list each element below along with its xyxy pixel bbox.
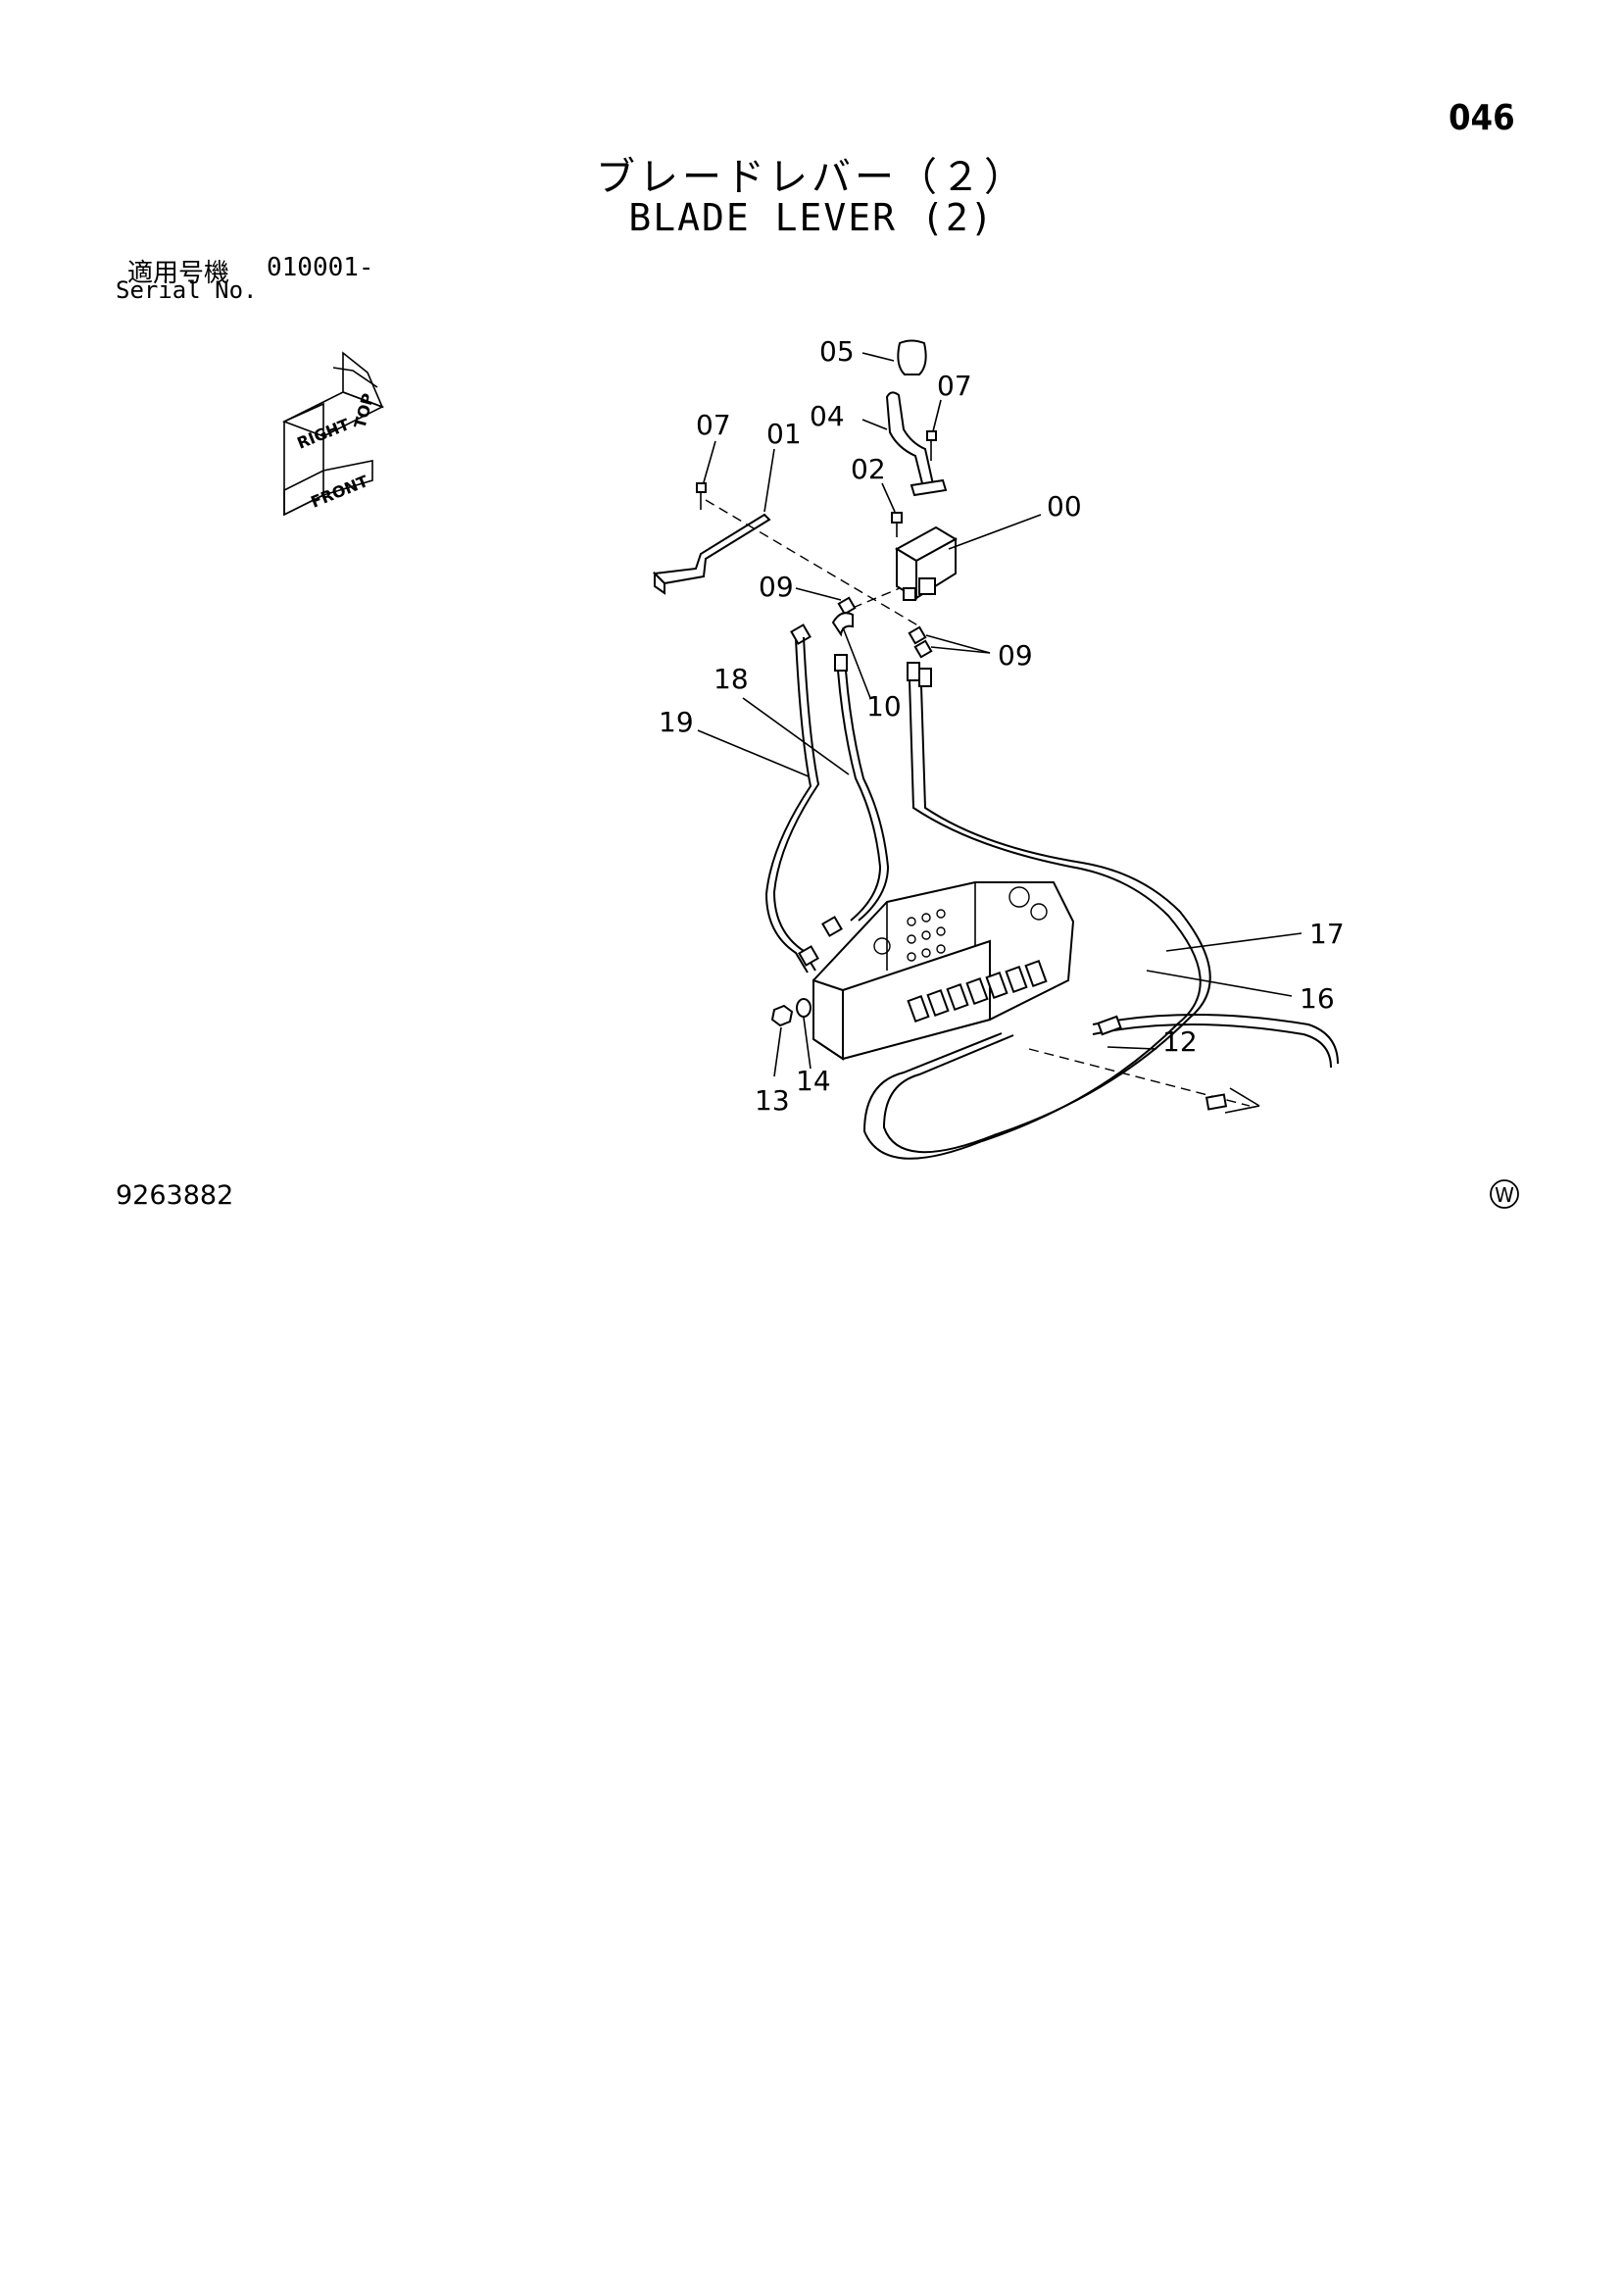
callout-07-left: 07 — [696, 409, 731, 441]
callout-01: 01 — [766, 418, 802, 450]
part-13-nut — [770, 1004, 794, 1027]
part-00-pilot-valve — [894, 525, 959, 601]
part-01-bracket — [652, 513, 771, 595]
callout-04: 04 — [810, 400, 845, 432]
callout-18: 18 — [713, 663, 749, 695]
callout-16: 16 — [1300, 982, 1335, 1015]
orientation-indicator: TOP RIGHT FRONT — [282, 351, 384, 517]
part-16-17-hoses — [862, 662, 1339, 1160]
serial-number-value: 010001- — [267, 253, 374, 282]
callout-14: 14 — [796, 1065, 831, 1097]
serial-label-japanese: 適用号機 — [127, 259, 230, 288]
part-02-screw — [891, 512, 903, 537]
part-07-bolts — [696, 430, 937, 510]
callout-07-top: 07 — [937, 370, 972, 402]
control-valve — [812, 881, 1075, 1061]
dashed-leader-1 — [705, 499, 922, 628]
part-14-washer — [796, 998, 812, 1018]
drawing-number: 9263882 — [116, 1180, 234, 1211]
callout-12: 12 — [1162, 1025, 1198, 1058]
part-05-knob — [897, 339, 927, 375]
callout-02: 02 — [851, 453, 886, 485]
serial-label-english: Serial No. — [116, 276, 258, 304]
page-number: 046 — [1449, 98, 1515, 138]
dashed-leader-2 — [852, 587, 901, 609]
callout-10: 10 — [866, 690, 902, 723]
callout-19: 19 — [659, 706, 694, 738]
callout-leaders — [697, 352, 1303, 1114]
maker-logo-letter: W — [1495, 1183, 1514, 1207]
callout-00: 00 — [1047, 490, 1082, 523]
callout-17: 17 — [1309, 918, 1345, 950]
maker-logo: W — [1490, 1179, 1519, 1209]
callout-09-left: 09 — [759, 571, 794, 603]
callout-05: 05 — [819, 335, 855, 368]
callout-09-right: 09 — [998, 639, 1033, 672]
orientation-front-label: FRONT — [308, 472, 370, 512]
part-19-hose — [764, 624, 820, 973]
page-title-english: BLADE LEVER (2) — [628, 196, 995, 239]
callout-13: 13 — [755, 1084, 790, 1117]
part-10-elbow — [831, 612, 854, 637]
part-09-fittings — [837, 596, 933, 659]
part-04-lever — [885, 391, 948, 497]
page-title-japanese: ブレードレバー（２） — [596, 155, 1027, 200]
part-18-hose — [821, 654, 890, 937]
